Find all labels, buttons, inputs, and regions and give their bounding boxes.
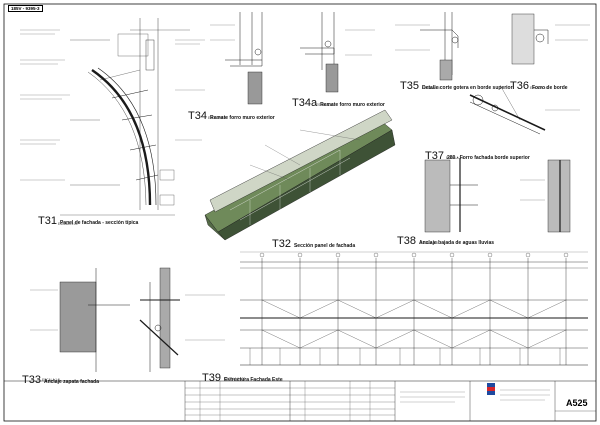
detail-name: Remate forro muro exterior <box>209 115 275 121</box>
detail-number: T33 <box>22 374 41 386</box>
detail-name: Anclaje zapata fachada <box>43 379 99 385</box>
detail-scale-t35: ESCALA 1:5 <box>422 86 440 90</box>
detail-t38-drawing <box>424 158 571 233</box>
detail-name: Anclaje bajada de aguas lluvias <box>418 240 495 246</box>
detail-t36-drawing <box>511 13 590 65</box>
detail-t33-drawing <box>30 267 225 372</box>
detail-scale-t34: ESCALA 1:5 <box>208 116 226 120</box>
detail-number: T34 <box>188 110 207 122</box>
detail-scale-t31: ESCALA 1:10 <box>58 222 78 226</box>
detail-number: T36 <box>510 80 529 92</box>
detail-t34-drawing <box>210 12 263 105</box>
detail-number: T34a <box>292 97 318 109</box>
firm-logo <box>487 383 495 395</box>
detail-name: Remate forro muro exterior <box>320 102 385 108</box>
detail-t31-drawing <box>60 18 190 216</box>
detail-name: Estructura Fachada Este <box>223 377 283 383</box>
detail-number: T32 <box>272 238 291 250</box>
detail-number: T37 <box>425 150 444 162</box>
sheet-border <box>3 3 597 422</box>
detail-t39-drawing <box>240 251 588 366</box>
detail-name: Detalle corte gotera en borde superior <box>421 85 513 91</box>
detail-number: T38 <box>397 235 416 247</box>
detail-scale-t36: ESCALA 1:5 <box>530 86 548 90</box>
sheet-number: A525 <box>566 398 588 408</box>
detail-scale-t39: ESCALA 1:100 <box>224 377 246 381</box>
detail-name: Forro de borde <box>531 85 568 91</box>
detail-name: Panel de fachada - sección típica <box>59 220 139 226</box>
detail-t35-drawing <box>395 12 459 81</box>
detail-number: T39 <box>202 372 221 384</box>
detail-number: T31 <box>38 215 57 227</box>
t31-leader-notes <box>20 29 205 181</box>
detail-scale-t38: ESCALA 1:5 <box>420 241 438 245</box>
t39-grid-bubbles <box>259 252 569 258</box>
detail-scale-t33: ESCALA 1:5 <box>42 378 60 382</box>
sheet-reference-code: 185V - 9395-3 <box>8 5 43 12</box>
detail-name: 280 - Forro fachada borde superior <box>446 155 530 161</box>
title-block <box>4 380 596 421</box>
detail-name: Sección panel de fachada <box>293 243 356 249</box>
detail-t32-drawing <box>204 109 396 241</box>
detail-scale-t37: ESCALA 1:5 <box>446 156 464 160</box>
detail-number: T35 <box>400 80 419 92</box>
detail-scale-t34a: ESCALA 1:5 <box>316 103 334 107</box>
detail-t34a-drawing <box>300 12 375 93</box>
detail-t37-drawing <box>469 84 580 135</box>
